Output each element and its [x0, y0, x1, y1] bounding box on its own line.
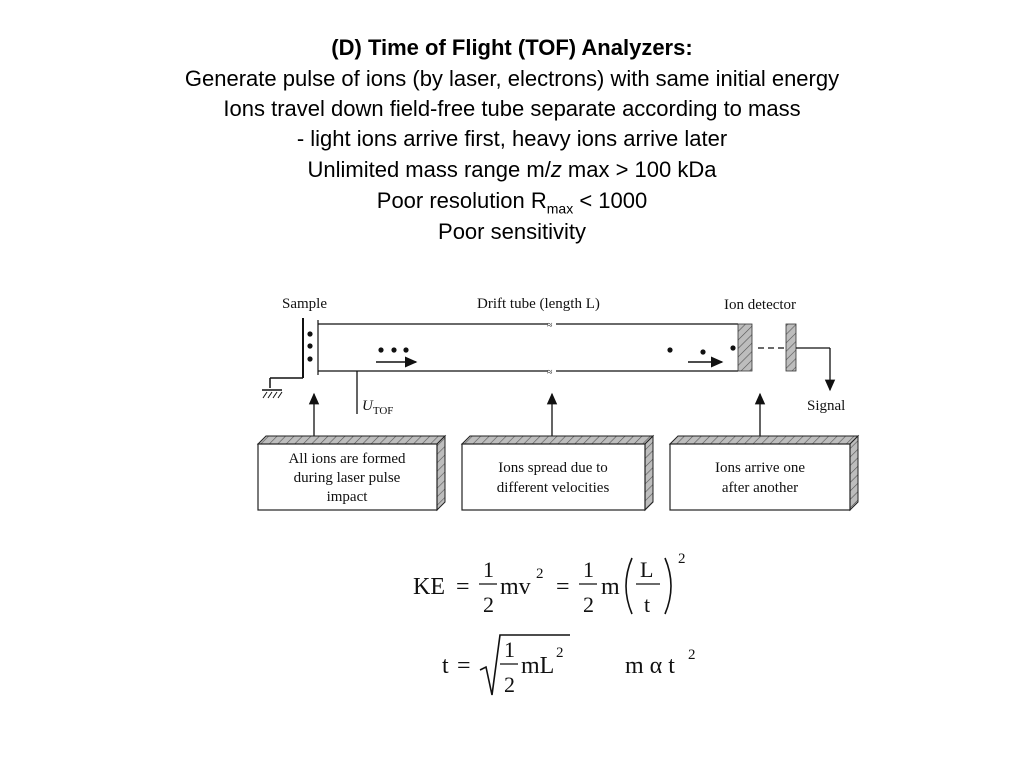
equation-time: t = 1 2 mL 2 m α t 2: [442, 634, 696, 697]
signal-label: Signal: [807, 398, 845, 414]
eq-t-lhs: t: [442, 653, 449, 679]
callout-box-spread: Ions spread due to different velocities: [460, 434, 655, 512]
text-line-arrival: - light ions arrive first, heavy ions ar…: [296, 126, 728, 151]
eq-L-1: L: [640, 557, 653, 582]
callout-box-arrival: Ions arrive one after another: [668, 434, 860, 512]
drift-tube-label: Drift tube (length L): [477, 296, 600, 312]
eq-two-2: 2: [583, 592, 594, 617]
eq-m-1: m: [601, 574, 620, 600]
box-spread-line-1: Ions spread due to: [498, 460, 608, 476]
eq-two-3: 2: [504, 672, 515, 697]
resolution-suffix: < 1000: [573, 188, 648, 213]
eq-m-alpha-t: m α t: [625, 653, 675, 679]
text-line-mass-range: Unlimited mass range m/z max > 100 kDa: [0, 155, 1024, 185]
box-formation-line-3: impact: [327, 489, 369, 505]
ion-group-end: [667, 345, 736, 355]
eq-ke: KE: [413, 574, 445, 600]
box-arrival-line-2: after another: [722, 480, 798, 496]
box-arrival-line-1: Ions arrive one: [715, 460, 805, 476]
drift-tube: ≈ ≈: [318, 320, 738, 378]
eq-one-3: 1: [504, 637, 515, 662]
eq-two-1: 2: [483, 592, 494, 617]
svg-text:≈: ≈: [547, 320, 553, 331]
eq-exp-3: 2: [556, 645, 564, 661]
mass-range-suffix: max > 100 kDa: [561, 157, 717, 182]
box-spread-line-2: different velocities: [497, 480, 610, 496]
eq-t-1: t: [644, 592, 650, 617]
eq-one-1: 1: [483, 557, 494, 582]
text-line-resolution: Poor resolution Rmax < 1000: [0, 186, 1024, 223]
eq-exp-1: 2: [536, 566, 544, 582]
ion-group-start: [378, 347, 409, 353]
box-formation-line-2: during laser pulse: [294, 470, 401, 486]
voltage-label: UTOF: [362, 398, 393, 417]
resolution-prefix: Poor resolution R: [376, 188, 547, 213]
slide-title: (D) Time of Flight (TOF) Analyzers:: [331, 35, 693, 60]
text-line-sensitivity: Poor sensitivity: [438, 219, 586, 244]
equation-kinetic-energy: KE = 1 2 mv 2 = 1 2 m L t 2: [413, 551, 686, 617]
resolution-sub: max: [546, 200, 574, 217]
eq-mL: mL: [521, 653, 554, 679]
ion-detector: [737, 323, 836, 392]
text-line-pulse: Generate pulse of ions (by laser, electr…: [184, 66, 840, 91]
eq-one-2: 1: [583, 557, 594, 582]
eq-exp-2: 2: [678, 551, 686, 567]
callout-box-formation: All ions are formed during laser pulse i…: [256, 434, 447, 512]
sample-label: Sample: [282, 296, 327, 312]
ion-detector-label: Ion detector: [724, 297, 796, 313]
mass-range-prefix: Unlimited mass range m/: [307, 157, 551, 182]
box-formation-line-1: All ions are formed: [288, 451, 406, 467]
voltage-label-sub: TOF: [373, 405, 394, 417]
eq-equals-1: =: [456, 574, 470, 600]
eq-mv: mv: [500, 574, 531, 600]
eq-equals-2: =: [556, 574, 570, 600]
svg-text:≈: ≈: [547, 367, 553, 378]
eq-equals-3: =: [457, 653, 471, 679]
sample-plate: [302, 318, 319, 378]
mass-range-z: z: [550, 157, 562, 182]
eq-exp-4: 2: [688, 647, 696, 663]
ground-icon: [262, 377, 303, 399]
voltage-label-main: U: [362, 398, 374, 414]
text-line-drift: Ions travel down field-free tube separat…: [223, 96, 801, 121]
